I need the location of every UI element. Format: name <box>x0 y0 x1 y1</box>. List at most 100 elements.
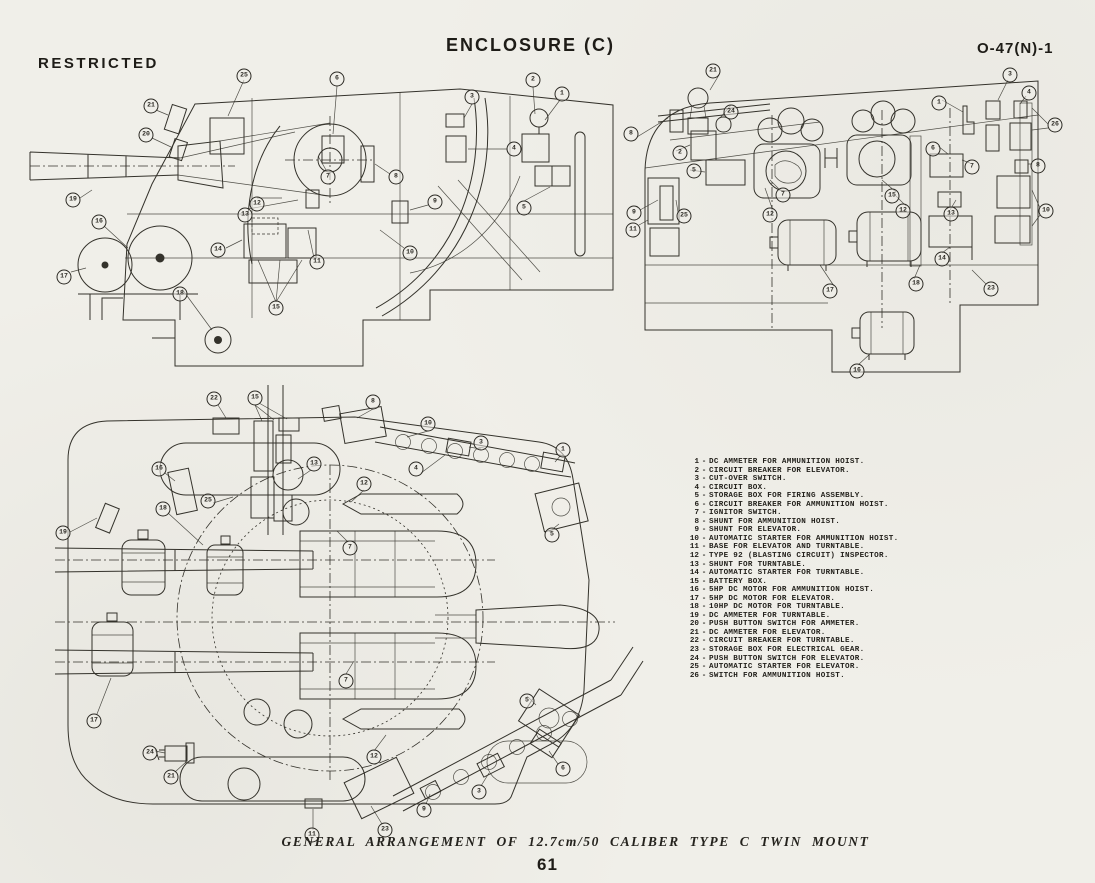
callout-7: 7 <box>320 169 336 185</box>
callout-24: 24 <box>723 104 739 120</box>
callout-13: 13 <box>237 207 253 223</box>
callout-7: 7 <box>964 159 980 175</box>
callout-4: 4 <box>408 461 424 477</box>
callout-8: 8 <box>1030 158 1046 174</box>
callout-11: 11 <box>309 254 325 270</box>
callout-1: 1 <box>554 86 570 102</box>
callout-17: 17 <box>822 283 838 299</box>
legend-item-15: 15-BATTERY BOX. <box>689 577 768 586</box>
callout-5: 5 <box>516 200 532 216</box>
callout-6: 6 <box>329 71 345 87</box>
drawing-caption: GENERAL ARRANGEMENT OF 12.7cm/50 CALIBER… <box>281 834 870 849</box>
legend-list: 1-DC AMMETER FOR AMMUNITION HOIST.2-CIRC… <box>686 458 986 680</box>
callout-26: 26 <box>1047 117 1063 133</box>
callout-11: 11 <box>625 222 641 238</box>
legend-item-10: 10-AUTOMATIC STARTER FOR AMMUNITION HOIS… <box>689 534 899 543</box>
callout-17: 17 <box>56 269 72 285</box>
callout-18: 18 <box>155 501 171 517</box>
callout-6: 6 <box>555 761 571 777</box>
legend-item-26: 26-SWITCH FOR AMMUNITION HOIST. <box>689 671 845 680</box>
legend-item-6: 6-CIRCUIT BREAKER FOR AMMUNITION HOIST. <box>694 500 889 509</box>
callout-14: 14 <box>934 251 950 267</box>
callout-13: 13 <box>306 456 322 472</box>
callout-24: 24 <box>142 745 158 761</box>
legend-item-21: 21-DC AMMETER FOR ELEVATOR. <box>689 628 826 637</box>
callout-9: 9 <box>427 194 443 210</box>
callout-15: 15 <box>884 188 900 204</box>
callout-7: 7 <box>338 673 354 689</box>
callout-22: 22 <box>206 391 222 407</box>
callout-21: 21 <box>705 63 721 79</box>
callout-5: 5 <box>544 527 560 543</box>
callout-5: 5 <box>686 163 702 179</box>
side-elevation-linework <box>29 79 614 367</box>
callout-1: 1 <box>931 95 947 111</box>
legend-item-25: 25-AUTOMATIC STARTER FOR ELEVATOR. <box>689 663 860 672</box>
callout-21: 21 <box>163 769 179 785</box>
callout-12: 12 <box>366 749 382 765</box>
callout-3: 3 <box>464 89 480 105</box>
legend-item-7: 7-IGNITOR SWITCH. <box>694 509 782 518</box>
callout-3: 3 <box>1002 67 1018 83</box>
legend-item-17: 17-5HP DC MOTOR FOR ELEVATOR. <box>689 594 836 603</box>
callout-12: 12 <box>895 203 911 219</box>
callout-17: 17 <box>86 713 102 729</box>
callout-10: 10 <box>1038 203 1054 219</box>
callout-8: 8 <box>365 394 381 410</box>
page-title: ENCLOSURE (C) <box>446 35 615 55</box>
callout-2: 2 <box>672 145 688 161</box>
document-number: O-47(N)-1 <box>977 40 1054 57</box>
legend-item-12: 12-TYPE 92 (BLASTING CIRCUIT) INSPECTOR. <box>689 552 889 561</box>
rear-elevation-linework <box>636 74 1049 373</box>
legend-item-8: 8-SHUNT FOR AMMUNITION HOIST. <box>694 517 841 526</box>
callout-12: 12 <box>249 196 265 212</box>
legend-item-9: 9-SHUNT FOR ELEVATOR. <box>694 526 802 535</box>
callout-25: 25 <box>200 493 216 509</box>
callout-6: 6 <box>925 141 941 157</box>
callout-7: 7 <box>342 540 358 556</box>
callout-2: 2 <box>525 72 541 88</box>
classification-stamp: RESTRICTED <box>38 55 159 72</box>
callout-12: 12 <box>762 207 778 223</box>
callout-23: 23 <box>377 822 393 838</box>
callout-15: 15 <box>247 390 263 406</box>
callout-15: 15 <box>268 300 284 316</box>
callout-1: 1 <box>555 442 571 458</box>
callout-3: 3 <box>471 784 487 800</box>
legend-item-23: 23-STORAGE BOX FOR ELECTRICAL GEAR. <box>689 646 865 655</box>
callout-3: 3 <box>473 435 489 451</box>
legend-item-3: 3-CUT-OVER SWITCH. <box>694 475 787 484</box>
callout-9: 9 <box>416 802 432 818</box>
callout-8: 8 <box>388 169 404 185</box>
legend-item-2: 2-CIRCUIT BREAKER FOR ELEVATOR. <box>694 466 850 475</box>
callout-10: 10 <box>402 245 418 261</box>
legend-item-14: 14-AUTOMATIC STARTER FOR TURNTABLE. <box>689 569 865 578</box>
callout-18: 18 <box>908 276 924 292</box>
legend-item-1: 1-DC AMMETER FOR AMMUNITION HOIST. <box>694 458 865 466</box>
callout-7: 7 <box>775 187 791 203</box>
legend-item-18: 18-10HP DC MOTOR FOR TURNTABLE. <box>689 603 845 612</box>
legend-item-11: 11-BASE FOR ELEVATOR AND TURNTABLE. <box>689 543 865 552</box>
callout-18: 18 <box>172 286 188 302</box>
callout-16: 16 <box>91 214 107 230</box>
callout-16: 16 <box>849 363 865 379</box>
callout-13: 13 <box>943 206 959 222</box>
legend-item-5: 5-STORAGE BOX FOR FIRING ASSEMBLY. <box>694 492 865 501</box>
callout-20: 20 <box>138 127 154 143</box>
legend-item-4: 4-CIRCUIT BOX. <box>694 483 768 492</box>
callout-4: 4 <box>1021 85 1037 101</box>
legend-item-24: 24-PUSH BUTTON SWITCH FOR ELEVATOR. <box>689 654 865 663</box>
callout-9: 9 <box>626 205 642 221</box>
plan-view-linework <box>54 385 644 830</box>
legend-item-13: 13-SHUNT FOR TURNTABLE. <box>689 560 807 569</box>
callout-10: 10 <box>420 416 436 432</box>
callout-25: 25 <box>676 208 692 224</box>
callout-11: 11 <box>304 827 320 843</box>
page-number: 61 <box>537 855 558 874</box>
legend-item-22: 22-CIRCUIT BREAKER FOR TURNTABLE. <box>689 637 855 646</box>
callout-5: 5 <box>519 693 535 709</box>
callout-25: 25 <box>236 68 252 84</box>
